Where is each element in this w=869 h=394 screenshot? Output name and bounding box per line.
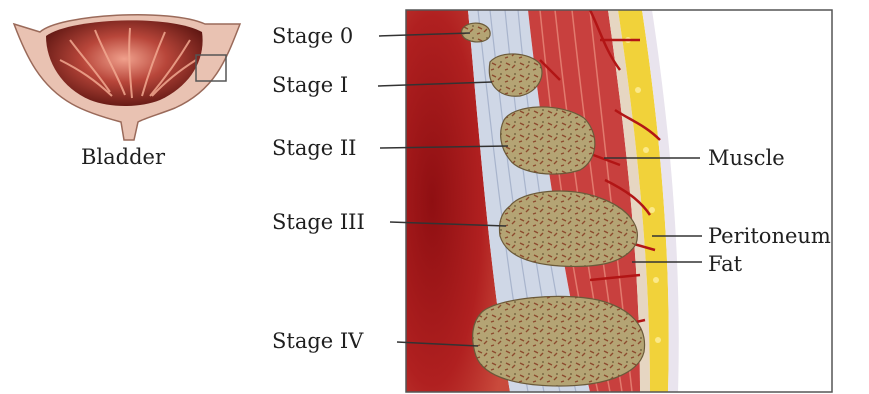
muscle-label: Muscle [708, 148, 785, 169]
tumor-stage-4 [473, 296, 645, 386]
stage-label-4: Stage IV [272, 331, 363, 352]
bladder-label: Bladder [81, 147, 165, 168]
fat-label: Fat [708, 254, 742, 275]
tumor-stage-2 [501, 107, 595, 174]
stage-label-3: Stage III [272, 212, 365, 233]
bladder-illustration [14, 15, 240, 140]
stage-label-0: Stage 0 [272, 26, 353, 47]
stage-label-1: Stage I [272, 75, 348, 96]
stage-label-2: Stage II [272, 138, 356, 159]
bladder-wall-cross-section [406, 10, 832, 392]
tumor-stage-1 [489, 54, 542, 96]
peritoneum-label: Peritoneum [708, 226, 831, 247]
